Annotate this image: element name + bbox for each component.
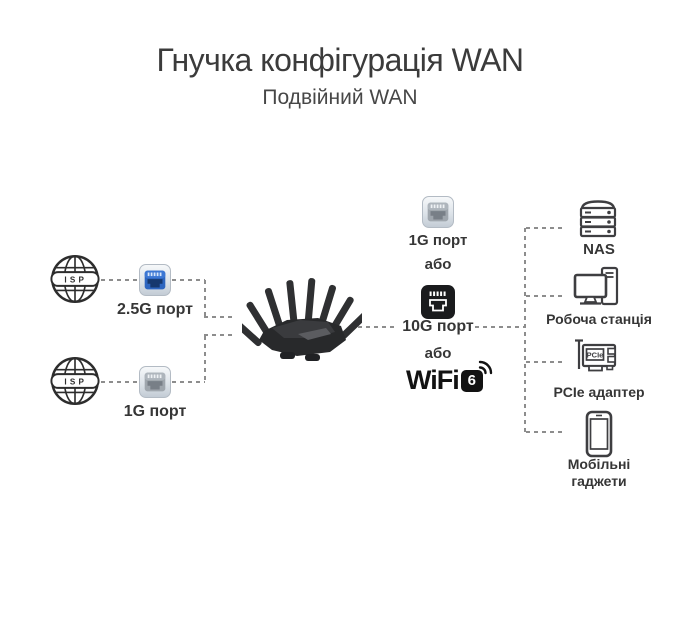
dashed-connector <box>526 361 563 363</box>
dashed-connector <box>524 228 526 433</box>
dashed-connector <box>475 326 526 328</box>
label-10g-port: 10G порт <box>402 318 474 335</box>
wifi6-digit-box: 6 <box>460 360 492 392</box>
label-or-2: або <box>424 345 452 362</box>
isp-label-2: ISP <box>64 377 87 386</box>
device-label-pcie: PCIe адаптер <box>553 384 645 400</box>
label-2-5g-port: 2.5G порт <box>117 301 193 318</box>
ethernet-port-1g-right-icon <box>422 196 454 228</box>
isp-globe-icon-2: ISP <box>50 357 100 405</box>
dashed-connector <box>204 336 206 382</box>
label-1g-port-right: 1G порт <box>408 232 468 249</box>
mobile-phone-icon <box>585 410 613 458</box>
router-icon <box>242 278 362 361</box>
dashed-connector <box>358 326 397 328</box>
dashed-connector <box>526 431 563 433</box>
ethernet-port-2-5g-icon <box>139 264 171 296</box>
nas-icon <box>579 200 617 238</box>
dashed-connector <box>101 279 139 281</box>
label-or-1: або <box>424 256 452 273</box>
dashed-connector <box>526 295 563 297</box>
isp-label-1: ISP <box>64 275 87 284</box>
wifi6-digit: 6 <box>467 372 476 389</box>
ethernet-port-1g-left-icon <box>139 366 171 398</box>
dashed-connector <box>204 334 236 336</box>
page-title: Гнучка конфігурація WAN <box>156 42 524 78</box>
wifi6-logo: WiFi 6 <box>406 360 492 395</box>
device-label-workstation: Робоча станція <box>546 311 652 327</box>
ethernet-port-10g-icon <box>421 285 455 319</box>
device-label-mobile: Мобільні гаджети <box>567 456 631 489</box>
dashed-connector <box>172 381 205 383</box>
pcie-icon-text: PCIe <box>587 351 604 360</box>
dashed-connector <box>526 227 563 229</box>
dashed-connector <box>204 316 236 318</box>
dashed-connector <box>101 381 139 383</box>
device-label-nas: NAS <box>583 241 615 258</box>
label-1g-port-left: 1G порт <box>123 403 187 420</box>
wifi-signal-icon <box>478 360 492 374</box>
dashed-connector <box>204 280 206 317</box>
isp-globe-icon-1: ISP <box>50 255 100 303</box>
page-subtitle: Подвійний WAN <box>262 86 418 109</box>
wifi-logo-text: WiFi <box>406 365 460 395</box>
pcie-adapter-icon: PCIe <box>575 339 617 372</box>
dashed-connector <box>172 279 205 281</box>
workstation-icon <box>573 266 619 306</box>
